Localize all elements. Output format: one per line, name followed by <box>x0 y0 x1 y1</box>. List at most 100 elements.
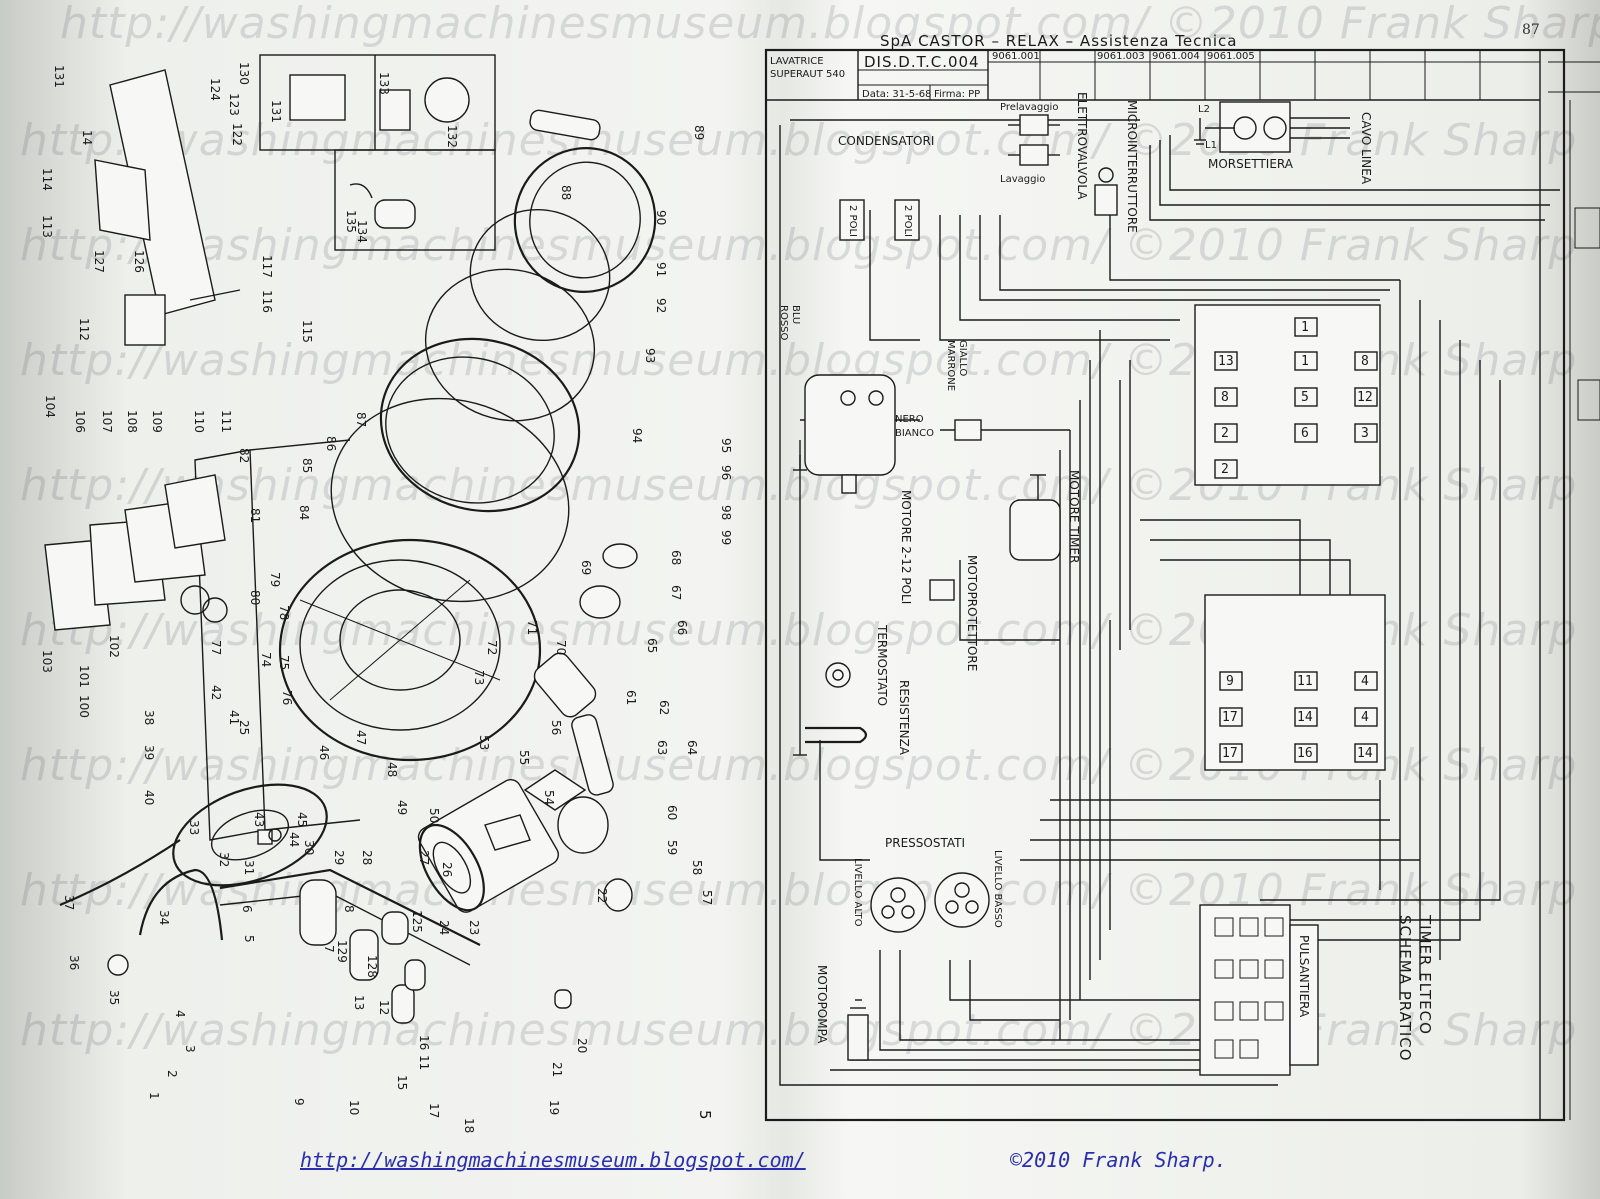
svg-text:69: 69 <box>579 560 593 575</box>
svg-text:88: 88 <box>559 185 573 200</box>
left-page-number: 5 <box>696 1110 714 1121</box>
svg-text:107: 107 <box>100 410 114 433</box>
svg-text:49: 49 <box>395 800 409 815</box>
svg-text:MICROINTERRUTTORE: MICROINTERRUTTORE <box>1125 100 1139 233</box>
svg-text:MOTOPROTETTORE: MOTOPROTETTORE <box>965 555 979 671</box>
code-2: 9061.003 <box>1097 51 1145 62</box>
svg-text:57: 57 <box>700 890 714 905</box>
svg-text:85: 85 <box>300 458 314 473</box>
svg-text:20: 20 <box>575 1038 589 1053</box>
svg-text:2: 2 <box>1221 426 1229 441</box>
svg-text:78: 78 <box>277 605 291 620</box>
morsettiera: MORSETTIERA CAVO LINEA L2 L1 <box>1194 101 1373 185</box>
svg-text:133: 133 <box>377 72 391 95</box>
svg-text:RESISTENZA: RESISTENZA <box>897 680 911 756</box>
svg-text:27: 27 <box>417 850 431 865</box>
svg-text:42: 42 <box>209 685 223 700</box>
svg-text:48: 48 <box>385 762 399 777</box>
svg-text:65: 65 <box>645 638 659 653</box>
svg-text:122: 122 <box>230 123 244 146</box>
svg-text:60: 60 <box>665 805 679 820</box>
svg-text:19: 19 <box>547 1100 561 1115</box>
svg-text:ROSSO: ROSSO <box>778 305 789 341</box>
code-3: 9061.004 <box>1152 51 1200 62</box>
svg-text:14: 14 <box>80 130 94 145</box>
svg-text:17: 17 <box>1222 746 1238 761</box>
svg-text:MOTORE 2-12 POLI: MOTORE 2-12 POLI <box>899 490 913 604</box>
adjacent-page-strip <box>1548 61 1600 1120</box>
svg-text:123: 123 <box>227 93 241 116</box>
svg-text:15: 15 <box>395 1075 409 1090</box>
schema-title: SCHEMA PRATICO <box>1396 915 1414 1062</box>
svg-text:ELETTROVALVOLA: ELETTROVALVOLA <box>1075 92 1089 200</box>
svg-text:7: 7 <box>322 945 336 953</box>
svg-text:35: 35 <box>107 990 121 1005</box>
right-page-number: 87 <box>1522 22 1540 38</box>
svg-text:55: 55 <box>517 750 531 765</box>
svg-text:28: 28 <box>360 850 374 865</box>
svg-text:109: 109 <box>150 410 164 433</box>
svg-text:66: 66 <box>675 620 689 635</box>
svg-text:1: 1 <box>1301 320 1309 335</box>
model-line-1: LAVATRICE <box>770 56 824 67</box>
timer-block-a: 13 8 2 2 1 1 5 6 8 12 3 <box>1194 304 1381 486</box>
svg-text:8: 8 <box>1221 390 1229 405</box>
resistenza: RESISTENZA <box>793 680 911 756</box>
svg-text:87: 87 <box>354 412 368 427</box>
svg-text:58: 58 <box>690 860 704 875</box>
svg-text:11: 11 <box>1297 674 1313 689</box>
svg-text:75: 75 <box>277 655 291 670</box>
svg-text:90: 90 <box>654 210 668 225</box>
footer-url-link[interactable]: http://washingmachinesmuseum.blogspot.co… <box>300 1148 806 1172</box>
svg-text:2: 2 <box>1221 462 1229 477</box>
svg-text:128: 128 <box>365 955 379 978</box>
motore-timer: MOTORE TIMER <box>1009 470 1081 563</box>
svg-text:117: 117 <box>260 255 274 278</box>
svg-text:TERMOSTATO: TERMOSTATO <box>875 624 889 706</box>
svg-text:82: 82 <box>237 448 251 463</box>
svg-text:13: 13 <box>1218 354 1234 369</box>
svg-text:17: 17 <box>1222 710 1238 725</box>
svg-text:17: 17 <box>427 1103 441 1118</box>
svg-text:56: 56 <box>549 720 563 735</box>
svg-text:81: 81 <box>248 508 262 523</box>
footer-copyright: ©2010 Frank Sharp. <box>1010 1148 1227 1172</box>
svg-text:77: 77 <box>209 640 223 655</box>
svg-text:5: 5 <box>242 935 256 943</box>
svg-text:112: 112 <box>77 318 91 341</box>
svg-text:72: 72 <box>485 640 499 655</box>
svg-text:16: 16 <box>417 1035 431 1050</box>
svg-text:71: 71 <box>525 620 539 635</box>
svg-text:21: 21 <box>550 1062 564 1077</box>
svg-text:16: 16 <box>1297 746 1313 761</box>
svg-text:73: 73 <box>472 670 486 685</box>
svg-text:4: 4 <box>173 1010 187 1018</box>
svg-text:2: 2 <box>165 1070 179 1078</box>
svg-text:130: 130 <box>237 62 251 85</box>
svg-text:L1: L1 <box>1205 140 1217 151</box>
code-4: 9061.005 <box>1207 51 1255 62</box>
svg-text:114: 114 <box>40 168 54 191</box>
svg-text:L2: L2 <box>1198 104 1210 115</box>
svg-text:131: 131 <box>52 65 66 88</box>
svg-text:4: 4 <box>1361 674 1369 689</box>
date-field: Data: 31-5-68 <box>862 89 931 100</box>
svg-text:9: 9 <box>1226 674 1234 689</box>
svg-text:134: 134 <box>355 220 369 243</box>
svg-text:108: 108 <box>125 410 139 433</box>
svg-text:6: 6 <box>240 905 254 913</box>
svg-text:2 POLI: 2 POLI <box>902 205 913 237</box>
svg-text:62: 62 <box>657 700 671 715</box>
svg-text:NERO: NERO <box>895 414 924 425</box>
svg-text:38: 38 <box>142 710 156 725</box>
svg-text:129: 129 <box>335 940 349 963</box>
svg-text:61: 61 <box>624 690 638 705</box>
svg-text:39: 39 <box>142 745 156 760</box>
svg-text:41: 41 <box>227 710 241 725</box>
pulsantiera: PULSANTIERA <box>1199 904 1319 1076</box>
svg-text:30: 30 <box>302 840 316 855</box>
svg-text:50: 50 <box>427 808 441 823</box>
svg-text:MOTOPOMPA: MOTOPOMPA <box>815 965 829 1044</box>
svg-text:36: 36 <box>67 955 81 970</box>
svg-text:101: 101 <box>77 665 91 688</box>
